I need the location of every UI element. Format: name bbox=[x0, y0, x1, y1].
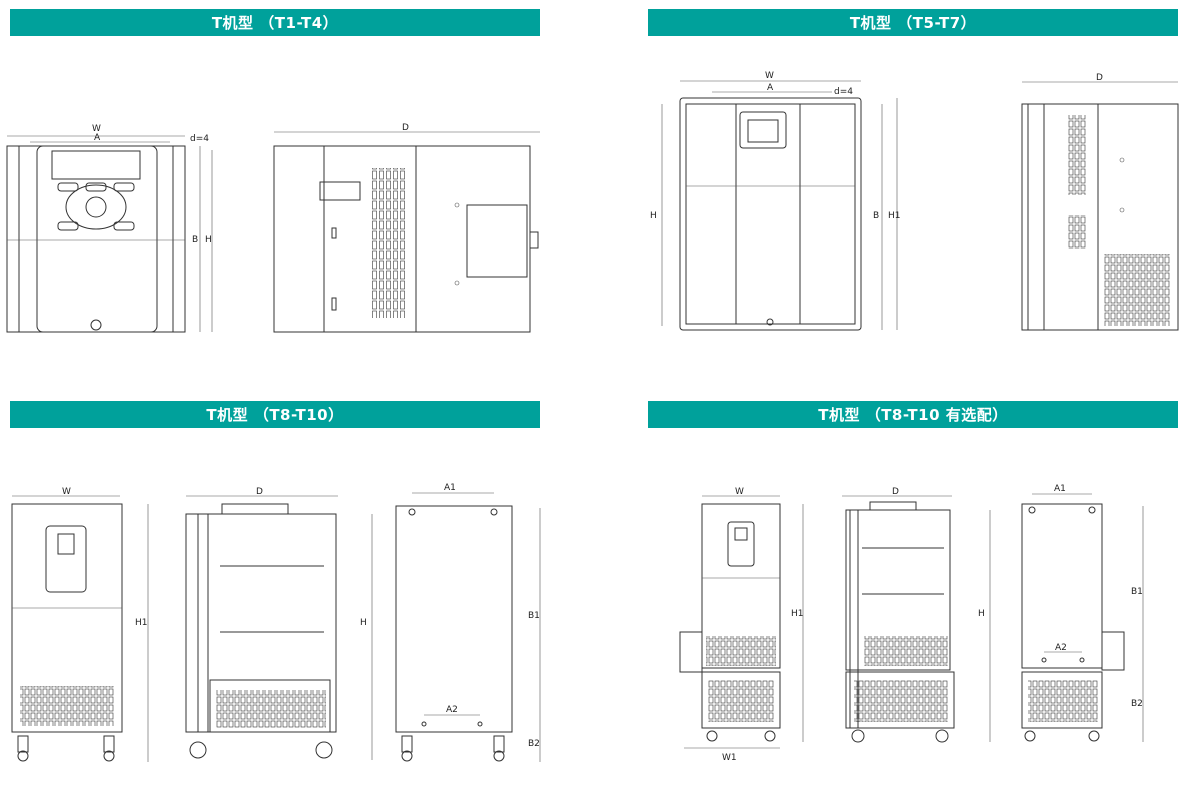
dim-label-a: A bbox=[94, 133, 101, 143]
dim-label-h1-t8: H1 bbox=[135, 618, 148, 628]
dim-label-a2-opt: A2 bbox=[1055, 643, 1067, 653]
t8-t10-optional-front-view: W W1 H1 bbox=[679, 487, 804, 763]
dim-label-b1-opt: B1 bbox=[1131, 587, 1143, 597]
t8-t10-optional-side-view: D H bbox=[842, 487, 991, 743]
t8-t10-front-view: W H1 bbox=[11, 487, 149, 762]
dim-label-d: D bbox=[402, 123, 409, 133]
dim-label-h-opt: H bbox=[978, 609, 985, 619]
dim-label-h-t5: H bbox=[650, 211, 657, 221]
dim-label-b: B bbox=[192, 235, 198, 245]
dim-label-a-t5: A bbox=[767, 83, 774, 93]
dim-label-w-t8: W bbox=[62, 487, 71, 497]
dim-label-d-opt: D bbox=[892, 487, 899, 497]
section-header-t8-t10-optional: T机型 （T8-T10 有选配） bbox=[648, 401, 1178, 428]
t8-t10-side-view: D H bbox=[185, 487, 373, 760]
dim-label-h-t8: H bbox=[360, 618, 367, 628]
t1-t4-front-view: W A d=4 B H bbox=[6, 124, 213, 333]
dim-label-d4-t5: d=4 bbox=[834, 87, 853, 97]
dim-label-b2-opt: B2 bbox=[1131, 699, 1143, 709]
dim-label-d4: d=4 bbox=[190, 134, 209, 144]
dim-label-d-t5: D bbox=[1096, 73, 1103, 83]
dim-label-w-t5: W bbox=[765, 71, 774, 81]
t8-t10-optional-back-view: A1 A2 B1 B2 bbox=[1021, 484, 1144, 742]
dim-label-w: W bbox=[92, 124, 101, 134]
dim-label-a1-t8: A1 bbox=[444, 483, 456, 493]
dim-label-w-opt: W bbox=[735, 487, 744, 497]
section-header-t1-t4: T机型 （T1-T4） bbox=[10, 9, 540, 36]
section-header-t8-t10: T机型 （T8-T10） bbox=[10, 401, 540, 428]
dim-label-b-t5: B bbox=[873, 211, 879, 221]
section-header-t5-t7: T机型 （T5-T7） bbox=[648, 9, 1178, 36]
dim-label-a1-opt: A1 bbox=[1054, 484, 1066, 494]
t1-t4-side-view: D bbox=[273, 123, 540, 333]
dim-label-h: H bbox=[205, 235, 212, 245]
dim-label-b1-t8: B1 bbox=[528, 611, 540, 621]
dim-label-h1-opt: H1 bbox=[791, 609, 804, 619]
t8-t10-back-view: A1 A2 B1 B2 bbox=[395, 483, 541, 762]
dim-label-h1-t5: H1 bbox=[888, 211, 901, 221]
t5-t7-front-view: W A d=4 H B H1 bbox=[650, 71, 901, 331]
dim-label-a2-t8: A2 bbox=[446, 705, 458, 715]
dim-label-b2-t8: B2 bbox=[528, 739, 540, 749]
t5-t7-side-view: D bbox=[1021, 73, 1179, 331]
dim-label-w1-opt: W1 bbox=[722, 753, 737, 763]
dim-label-d-t8: D bbox=[256, 487, 263, 497]
